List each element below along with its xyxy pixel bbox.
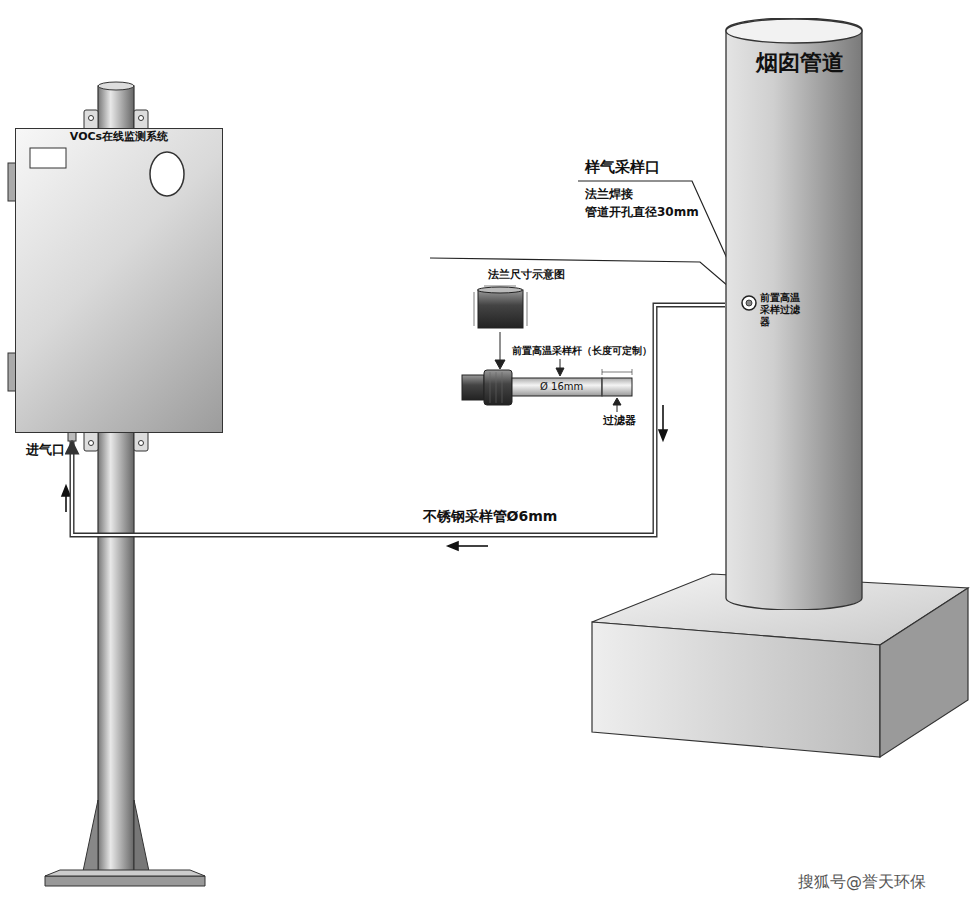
port-title: 样气采样口 <box>585 158 660 176</box>
cabinet-box: VOCs在线监测系统 <box>15 128 223 433</box>
cabinet-face <box>15 128 213 433</box>
port-note: 管道开孔直径30mm <box>585 205 699 219</box>
filter-label: 过滤器 <box>603 414 636 427</box>
node-title: VOCs在线监测系统 <box>16 129 222 144</box>
port-note: 法兰焊接 <box>585 187 633 201</box>
view-port <box>150 152 184 196</box>
leader-line <box>430 181 744 298</box>
inlet-label: 进气口 <box>26 442 65 458</box>
sketch-title: 法兰尺寸示意图 <box>488 268 565 281</box>
port-ring <box>742 296 756 310</box>
edge-label: 不锈钢采样管Ø6mm <box>421 508 560 525</box>
cylinder-top <box>726 19 862 43</box>
node-title: 烟囱管道 <box>725 48 875 78</box>
filter-callout: 前置高温 采样过滤器 <box>760 292 808 328</box>
display-window <box>30 148 66 168</box>
dimension-label: Ø 16mm <box>540 381 583 393</box>
port-hole <box>746 300 752 306</box>
watermark: 搜狐号@誉天环保 <box>798 872 926 891</box>
probe-label: 前置高温采样杆（长度可定制） <box>512 345 652 357</box>
cylinder-body <box>726 18 862 610</box>
